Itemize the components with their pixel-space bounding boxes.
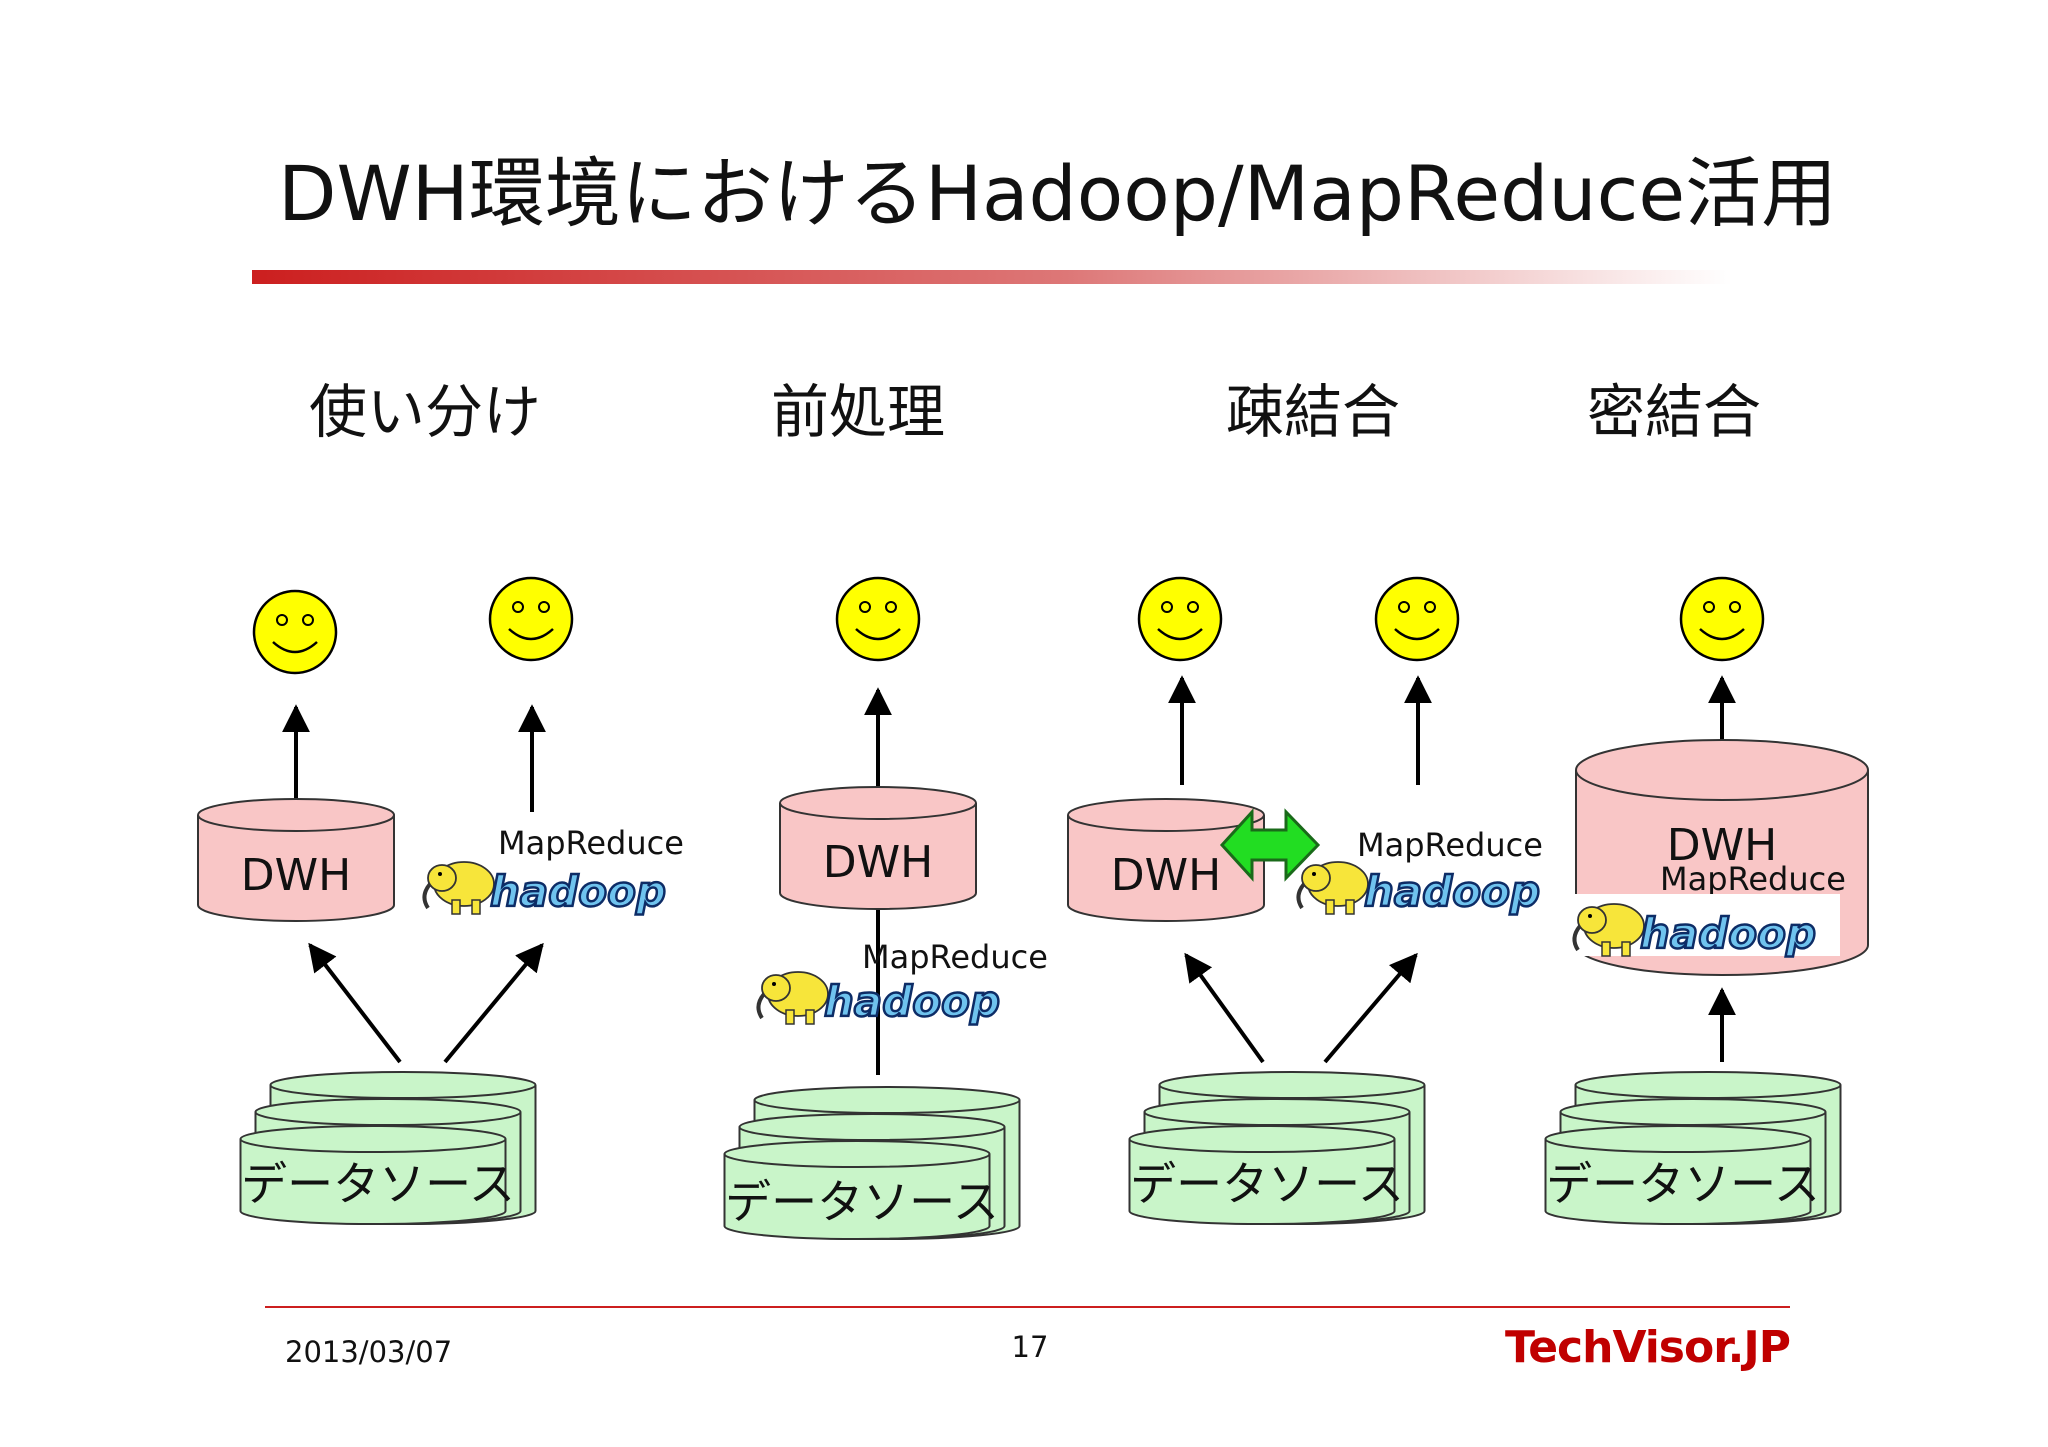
datasource-label: データソース <box>1130 1157 1404 1211</box>
datasource-cylinder <box>723 1140 991 1240</box>
smiley-face-icon <box>835 576 921 662</box>
smiley-face-icon <box>252 589 338 675</box>
datasource-stack: データソース <box>1128 1071 1426 1225</box>
datasource-stack: データソース <box>723 1086 1021 1240</box>
datasource-label: データソース <box>725 1175 999 1229</box>
datasource-label: データソース <box>241 1157 515 1211</box>
section-heading-preprocess: 前処理 <box>771 378 945 446</box>
flow-arrow <box>1184 952 1265 1064</box>
mapreduce-label-tight: MapReduce <box>1660 860 1846 898</box>
datasource-stack: データソース <box>1544 1071 1842 1225</box>
dwh-cylinder: DWH <box>1067 798 1265 922</box>
hadoop-wordmark: hadoop <box>1364 867 1540 916</box>
datasource-cylinder <box>1544 1125 1812 1225</box>
dwh-cylinder: DWH <box>779 786 977 910</box>
dwh-label: DWH <box>1111 850 1221 901</box>
footer-page-number: 17 <box>1012 1330 1049 1364</box>
flow-arrow <box>443 942 544 1064</box>
hadoop-elephant-icon <box>1572 903 1645 957</box>
datasource-cylinder <box>239 1125 507 1225</box>
mapreduce-label-preprocess: MapReduce <box>862 938 1048 976</box>
section-heading-separate: 使い分け <box>309 378 541 446</box>
double-arrow-icon <box>1219 808 1321 882</box>
datasource-cylinder <box>1128 1125 1396 1225</box>
dwh-label: DWH <box>1667 820 1777 871</box>
hadoop-wordmark: hadoop <box>824 977 1000 1026</box>
hadoop-elephant-icon <box>1296 861 1369 915</box>
mapreduce-label-separate: MapReduce <box>498 824 684 862</box>
datasource-label: データソース <box>1546 1157 1820 1211</box>
hadoop-logo: hadoop <box>756 971 1001 1027</box>
title-underline <box>252 270 1732 284</box>
hadoop-wordmark: hadoop <box>1640 909 1816 958</box>
hadoop-elephant-icon <box>756 971 829 1025</box>
section-heading-tight-coupling: 密結合 <box>1587 378 1761 446</box>
hadoop-wordmark: hadoop <box>490 867 666 916</box>
hadoop-elephant-icon <box>422 861 495 915</box>
smiley-face-icon <box>1679 576 1765 662</box>
hadoop-logo: hadoop <box>1296 861 1541 917</box>
mapreduce-label-loose: MapReduce <box>1357 826 1543 864</box>
footer-date: 2013/03/07 <box>285 1335 452 1369</box>
datasource-stack: データソース <box>239 1071 537 1225</box>
hadoop-logo: hadoop <box>1568 894 1840 959</box>
flow-arrow <box>1323 952 1418 1064</box>
smiley-face-icon <box>1374 576 1460 662</box>
smiley-face-icon <box>488 576 574 662</box>
smiley-face-icon <box>1137 576 1223 662</box>
page-title: DWH環境におけるHadoop/MapReduce活用 <box>278 149 1837 238</box>
dwh-label: DWH <box>241 850 351 901</box>
dwh-label: DWH <box>823 837 933 888</box>
footer-brand-logo: TechVisor.JP <box>1505 1322 1790 1373</box>
hadoop-logo: hadoop <box>422 861 667 917</box>
section-heading-loose-coupling: 疎結合 <box>1226 378 1400 446</box>
flow-arrow <box>308 942 402 1064</box>
dwh-cylinder: DWH <box>197 798 395 922</box>
